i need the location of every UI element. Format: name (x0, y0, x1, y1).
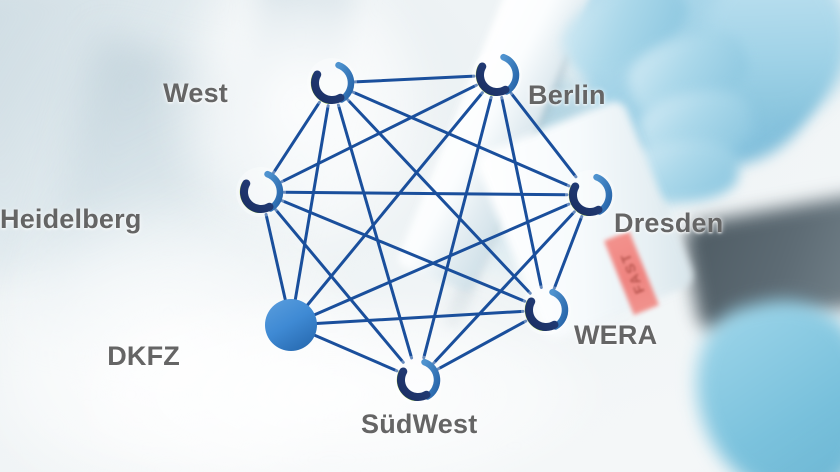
network-edge (432, 210, 576, 365)
node-label-wera: WERA (574, 320, 658, 350)
network-edge (264, 212, 288, 305)
node-label-dresden: Dresden (614, 208, 724, 238)
network-edge (272, 100, 321, 175)
network-node-dkfz[interactable] (265, 299, 317, 351)
logo-arc-blue (593, 173, 613, 215)
network-node-heidelberg[interactable] (236, 167, 286, 217)
logo-arc-navy (525, 297, 559, 331)
network-edge (280, 199, 527, 303)
node-label-west: West (163, 78, 228, 108)
logo-arc-blue (549, 288, 569, 330)
logo-arc-navy (240, 179, 274, 213)
node-label-sudwest: SüdWest (361, 409, 478, 439)
network-edge (310, 202, 571, 318)
network-node-berlin[interactable] (472, 50, 522, 100)
network-node-dresden[interactable] (565, 170, 615, 220)
network-edge (293, 104, 330, 304)
node-label-dkfz: DKFZ (107, 341, 180, 371)
logo-arc-navy (397, 367, 431, 401)
network-node-wera[interactable] (521, 285, 571, 335)
network-edge (346, 98, 532, 295)
node-label-berlin: Berlin (528, 80, 606, 110)
network-edge (304, 91, 484, 309)
network-edge (422, 95, 493, 360)
network-edge (280, 83, 478, 184)
network-edges (264, 74, 584, 373)
logo-arc-blue (500, 53, 520, 95)
network-node-sudwest[interactable] (393, 355, 443, 405)
network-edge (282, 190, 569, 197)
logo-arc-blue (335, 61, 355, 103)
dkfz-node-disc (265, 299, 317, 351)
network-edge (509, 91, 578, 179)
network-edge (552, 214, 584, 291)
logo-arc-navy (311, 70, 345, 104)
node-label-heidelberg: Heidelberg (0, 204, 142, 234)
network-node-west[interactable] (307, 58, 357, 108)
logo-arc-navy (476, 62, 510, 96)
network-edge (436, 319, 528, 371)
logo-arc-blue (421, 358, 441, 400)
network-edge (351, 90, 571, 188)
logo-arc-blue (264, 170, 284, 212)
network-edge (353, 74, 476, 84)
logo-arc-navy (569, 182, 603, 216)
network-nodes (236, 50, 615, 405)
network-edge (312, 309, 525, 326)
network-edge (310, 332, 399, 373)
network-edge (274, 208, 405, 364)
